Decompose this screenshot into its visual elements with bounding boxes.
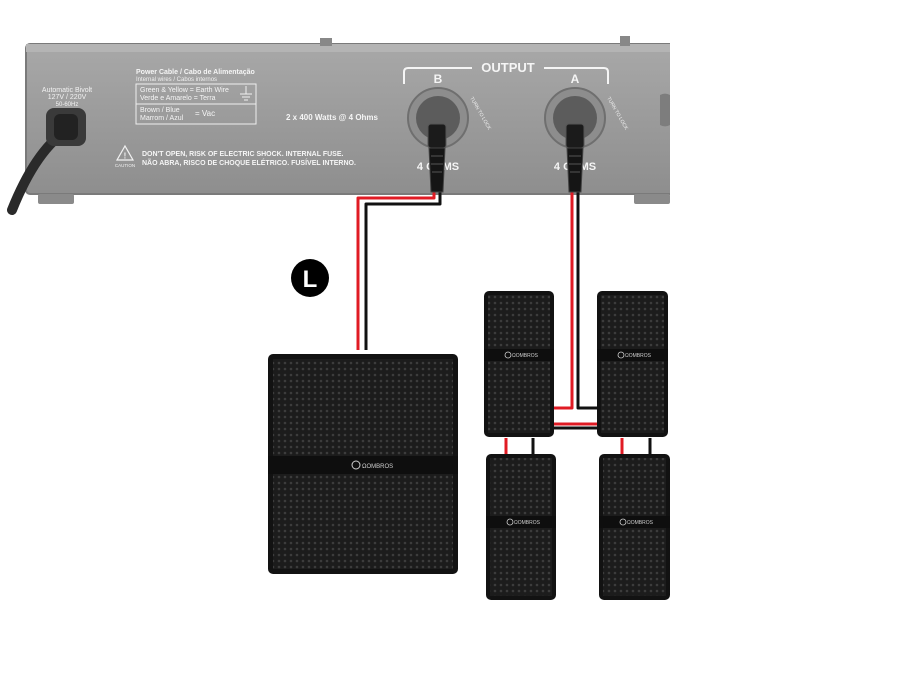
voltage-info: Automatic Bivolt 127V / 220V 50-60Hz: [42, 87, 92, 108]
cable-b-to-subwoofer: [356, 190, 442, 350]
wire-ground-en: Green & Yellow = Earth Wire: [140, 87, 229, 94]
speaker-top-right: ΩOMBROS: [597, 291, 668, 437]
subwoofer-brand-logo: ΩOMBROS: [362, 464, 393, 470]
warning-block: ! CAUTION DON'T OPEN, RISK OF ELECTRIC S…: [115, 144, 356, 168]
wire-ground-pt: Verde e Amarelo = Terra: [140, 95, 216, 102]
speaker-bottom-right: ΩOMBROS: [599, 454, 670, 600]
speakon-plug-a: [565, 123, 585, 193]
caution-triangle-icon: !: [115, 144, 135, 161]
speaker-brand-logo: ΩOMBROS: [625, 353, 652, 359]
speaker-bottom-left: ΩOMBROS: [486, 454, 556, 600]
speaker-top-left: ΩOMBROS: [484, 291, 554, 437]
output-section: OUTPUT B A: [403, 60, 609, 86]
warning-en: DON'T OPEN, RISK OF ELECTRIC SHOCK. INTE…: [142, 151, 343, 158]
amplifier-rear-panel: [25, 36, 923, 210]
voltage-values: 127V / 220V: [48, 94, 87, 101]
wire-ac-1: Brown / Blue: [140, 107, 180, 114]
speakon-plug-b: [427, 123, 447, 193]
power-cable: [7, 108, 86, 215]
voltage-title: Automatic Bivolt: [42, 87, 92, 94]
caution-label: CAUTION: [115, 163, 135, 168]
marker-label: L: [303, 266, 318, 293]
cable-a-to-speakers: [504, 190, 652, 455]
wire-ac-2: Marrom / Azul: [140, 115, 184, 122]
power-cable-title: Power Cable / Cabo de Alimentação: [136, 69, 255, 76]
speaker-brand-logo: ΩOMBROS: [512, 353, 539, 359]
channel-a-label: A: [571, 72, 580, 86]
output-label: OUTPUT: [481, 60, 535, 75]
channel-b-label: B: [434, 72, 443, 86]
subwoofer-cabinet: ΩOMBROS: [268, 354, 458, 574]
voltage-frequency: 50-60Hz: [56, 102, 79, 108]
power-cable-info: Power Cable / Cabo de Alimentação Intern…: [135, 69, 257, 125]
speaker-brand-logo: ΩOMBROS: [627, 520, 654, 526]
wire-ac-value: = Vac: [195, 109, 215, 118]
power-cable-subtitle: Internal wires / Cabos internos: [136, 77, 217, 83]
power-rating: 2 x 400 Watts @ 4 Ohms: [286, 113, 379, 122]
warning-pt: NÃO ABRA, RISCO DE CHOQUE ELÉTRICO. FUSÍ…: [142, 158, 356, 167]
svg-text:!: !: [124, 152, 127, 161]
channel-marker-l: L: [291, 259, 329, 297]
ground-icon: [240, 86, 252, 101]
speaker-brand-logo: ΩOMBROS: [514, 520, 541, 526]
